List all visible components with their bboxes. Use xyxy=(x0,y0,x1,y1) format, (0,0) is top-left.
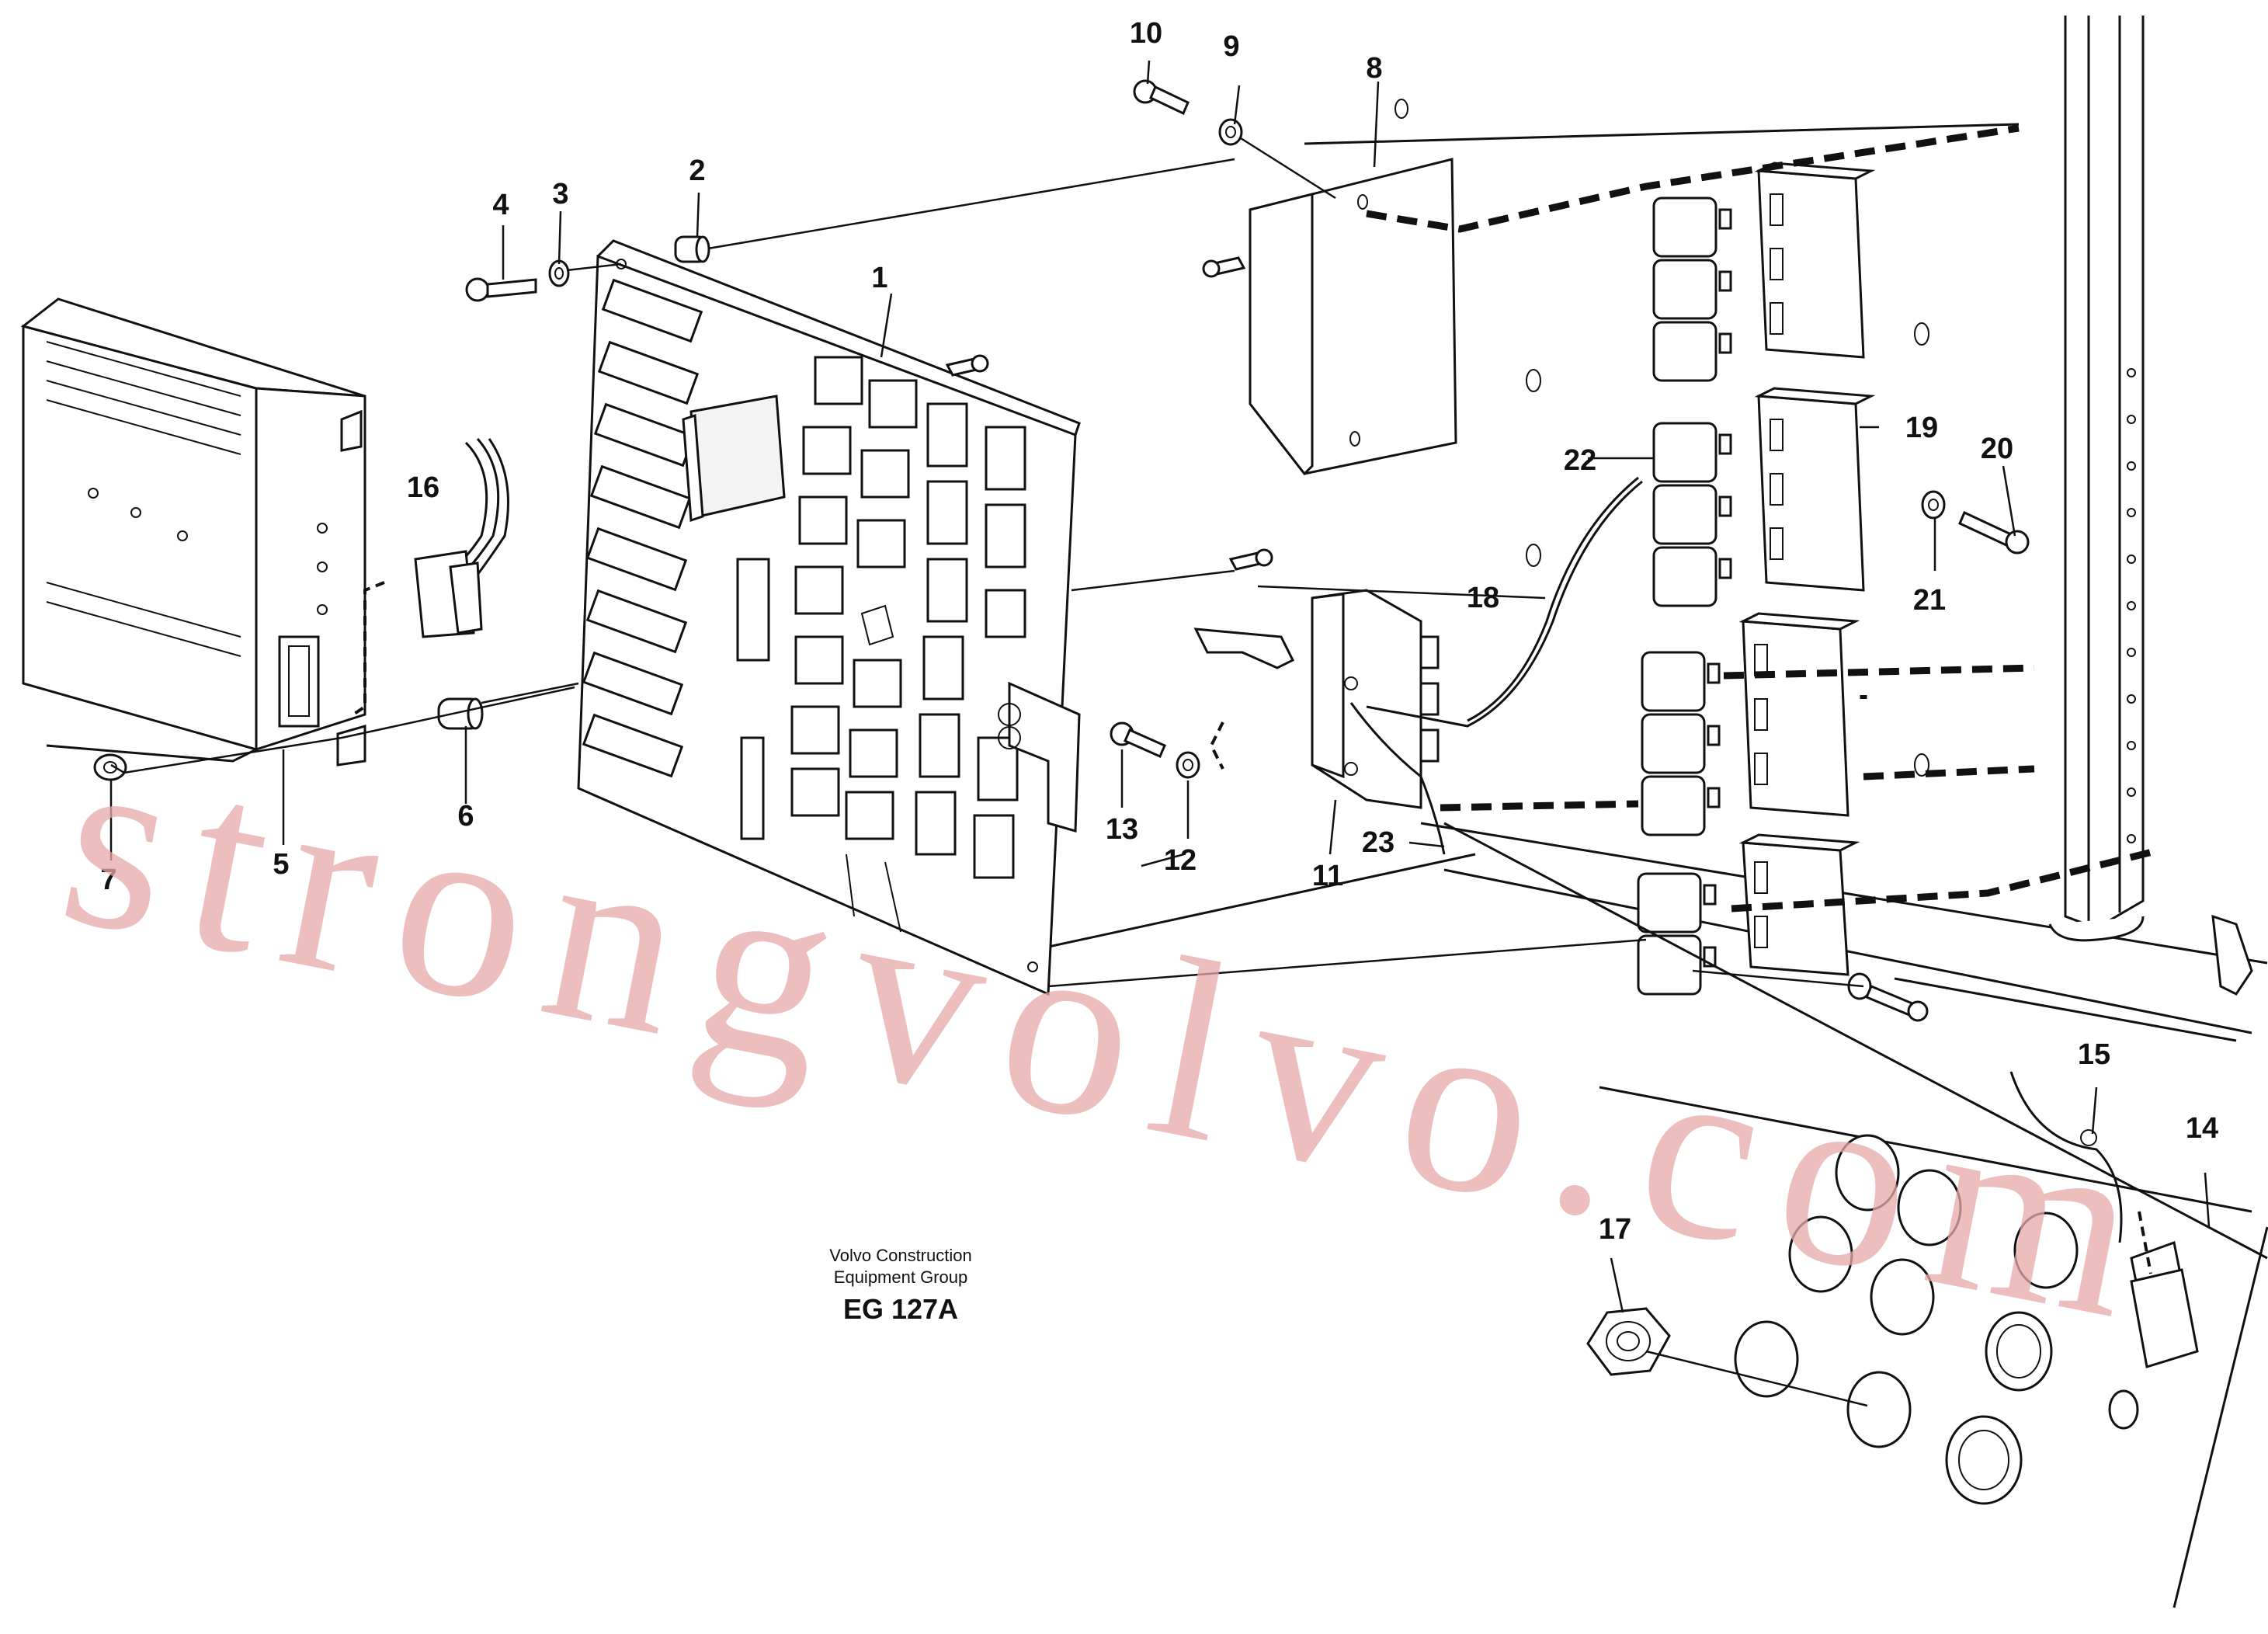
nut-7 xyxy=(93,753,127,781)
watermark-text: strongvolvo.com xyxy=(43,693,2184,1377)
screw-4 xyxy=(465,277,537,302)
screw-bottom xyxy=(1847,972,1929,1022)
callout-1: 1 xyxy=(871,262,887,294)
callout-20: 20 xyxy=(1981,433,2013,465)
connector-block xyxy=(1193,589,1446,855)
callout-22: 22 xyxy=(1564,444,1596,477)
washer-3 xyxy=(548,259,570,287)
board-screws xyxy=(945,256,1273,571)
relay-stack-lower xyxy=(1641,651,1721,836)
callout-21: 21 xyxy=(1913,584,1946,617)
instrument-panel xyxy=(1443,822,2268,1505)
screw-10 xyxy=(1133,79,1190,116)
callout-11: 11 xyxy=(1312,860,1343,892)
relay-stack-22 xyxy=(1652,422,1732,607)
caption-line-1: Volvo Construction xyxy=(829,1246,971,1265)
callout-3: 3 xyxy=(552,178,568,210)
relay-stack-bottom xyxy=(1637,872,1717,996)
mounting-panel xyxy=(1009,99,2268,1608)
callout-18: 18 xyxy=(1467,582,1499,614)
callout-2: 2 xyxy=(689,155,705,187)
caption-line-2: Equipment Group xyxy=(834,1267,967,1287)
caption-code: EG 127A xyxy=(843,1293,958,1325)
callout-5: 5 xyxy=(273,848,289,881)
washer-12 xyxy=(1176,751,1200,779)
callout-23: 23 xyxy=(1362,826,1394,859)
leader-lines xyxy=(109,60,2211,1407)
circuit-board xyxy=(577,239,1081,996)
board-edge-connectors xyxy=(582,278,703,778)
callout-4: 4 xyxy=(492,189,509,221)
spacer-6 xyxy=(437,697,484,730)
cover-plate xyxy=(1249,158,1457,476)
nut-17 xyxy=(1586,1307,1671,1376)
fuse-holder-19 xyxy=(1754,387,1876,592)
callout-10: 10 xyxy=(1130,17,1162,50)
fuse-holder-bottom xyxy=(1738,833,1860,976)
fuse-holder-lower xyxy=(1738,612,1860,817)
mounting-guides xyxy=(1209,124,2160,913)
screw-13 xyxy=(1110,721,1166,758)
vertical-rail xyxy=(2048,16,2253,996)
control-unit-box xyxy=(20,297,366,767)
callout-13: 13 xyxy=(1106,813,1138,846)
callout-6: 6 xyxy=(457,800,474,833)
washer-9 xyxy=(1218,118,1243,146)
callout-8: 8 xyxy=(1366,52,1382,85)
fuse-holder-upper xyxy=(1754,162,1876,359)
board-relays xyxy=(790,356,918,840)
washer-21 xyxy=(1921,490,1946,520)
callout-12: 12 xyxy=(1164,844,1197,877)
relay-stack-upper xyxy=(1652,196,1732,382)
wire-18 xyxy=(1366,476,1643,728)
callout-19: 19 xyxy=(1905,412,1938,444)
connector-harness xyxy=(352,438,509,716)
figure-caption: Volvo Construction Equipment Group EG 12… xyxy=(829,1246,971,1325)
spacer-top xyxy=(674,235,710,263)
callout-9: 9 xyxy=(1223,30,1239,63)
screw-20 xyxy=(1958,510,2030,555)
callout-16: 16 xyxy=(407,471,439,504)
callout-14: 14 xyxy=(2186,1112,2218,1145)
callout-labels: 1 2 3 4 5 6 7 8 9 10 11 12 13 14 15 16 1… xyxy=(100,17,2218,1246)
callout-15: 15 xyxy=(2078,1038,2110,1071)
callout-7: 7 xyxy=(100,864,116,896)
callout-17: 17 xyxy=(1599,1213,1631,1246)
